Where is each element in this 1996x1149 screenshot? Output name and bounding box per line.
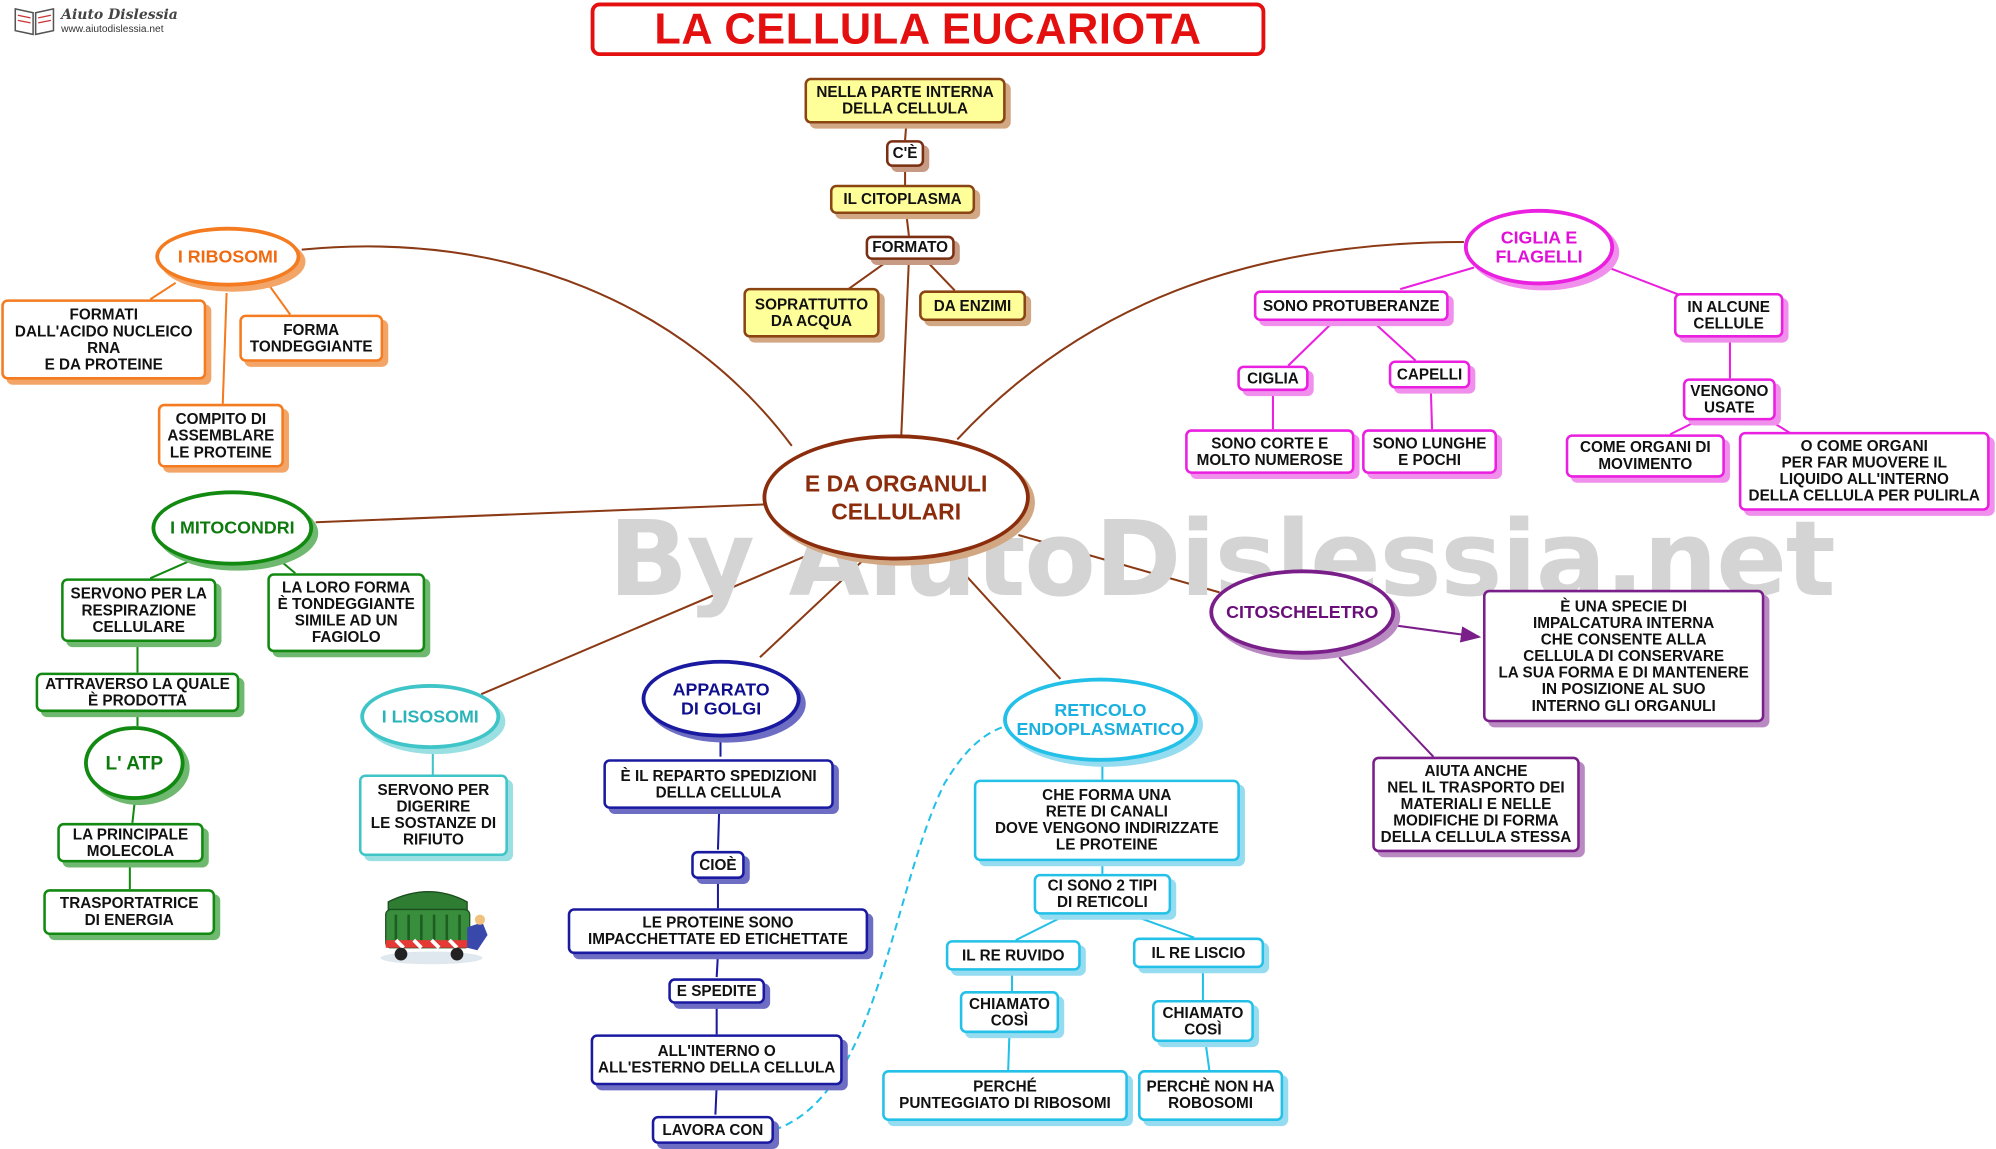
node-reticolo-rete: CHE FORMA UNA RETE DI CANALI DOVE VENGON… bbox=[973, 779, 1240, 862]
node-reticolo-perche-liscio: PERCHÈ NON HA ROBOSOMI bbox=[1138, 1070, 1284, 1121]
node-mitocondri-attraverso: ATTRAVERSO LA QUALE È PRODOTTA bbox=[35, 672, 240, 713]
node-ribosomi-forma: FORMA TONDEGGIANTE bbox=[239, 314, 384, 362]
node-ciglia-alcune: IN ALCUNE CELLULE bbox=[1673, 292, 1784, 338]
node-golgi: APPARATO DI GOLGI bbox=[641, 659, 801, 738]
node-lisosomi: I LISOSOMI bbox=[360, 684, 501, 750]
node-reticolo: RETICOLO ENDOPLASMATICO bbox=[1003, 677, 1198, 762]
node-reticolo-ruvido: IL RE RUVIDO bbox=[945, 940, 1081, 971]
node-reticolo-tipi: CI SONO 2 TIPI DI RETICOLI bbox=[1033, 873, 1172, 915]
logo-name: Aiuto Dislessia bbox=[61, 6, 178, 23]
node-organuli-cellulari: E DA ORGANULI CELLULARI bbox=[762, 434, 1030, 561]
node-citoscheletro-specie: È UNA SPECIE DI IMPALCATURA INTERNA CHE … bbox=[1482, 589, 1765, 723]
node-golgi-proteine: LE PROTEINE SONO IMPACCHETTATE ED ETICHE… bbox=[567, 908, 869, 955]
node-mitocondri: I MITOCONDRI bbox=[151, 490, 314, 566]
node-reticolo-liscio: IL RE LISCIO bbox=[1132, 937, 1265, 969]
node-citoscheletro-aiuta: AIUTA ANCHE NEL IL TRASPORTO DEI MATERIA… bbox=[1372, 756, 1580, 853]
node-parte-interna: NELLA PARTE INTERNA DELLA CELLULA bbox=[804, 77, 1006, 124]
page-title: LA CELLULA EUCARIOTA bbox=[590, 2, 1266, 57]
node-ribosomi-formati: FORMATI DALL'ACIDO NUCLEICO RNA E DA PRO… bbox=[1, 299, 207, 380]
book-icon bbox=[14, 7, 55, 36]
node-ciglia-movimento: COME ORGANI DI MOVIMENTO bbox=[1565, 434, 1725, 478]
logo: Aiuto Dislessia www.aiutodislessia.net bbox=[13, 4, 178, 37]
logo-url: www.aiutodislessia.net bbox=[61, 22, 164, 35]
node-reticolo-chiamato-liscio: CHIAMATO COSÌ bbox=[1152, 999, 1254, 1043]
node-citoscheletro: CITOSCHELETRO bbox=[1209, 569, 1396, 655]
node-atp-trasportatrice: TRASPORTATRICE DI ENERGIA bbox=[43, 889, 216, 935]
node-mitocondri-forma: LA LORO FORMA È TONDEGGIANTE SIMILE AD U… bbox=[267, 573, 426, 653]
node-citoplasma: IL CITOPLASMA bbox=[829, 184, 976, 215]
node-ciglia-ciglia: CIGLIA bbox=[1237, 365, 1309, 392]
node-enzimi: DA ENZIMI bbox=[919, 290, 1027, 322]
node-golgi-reparto: È IL REPARTO SPEDIZIONI DELLA CELLULA bbox=[603, 759, 834, 809]
node-lisosomi-servono: SERVONO PER DIGERIRE LE SOSTANZE DI RIFI… bbox=[358, 774, 508, 857]
node-ciglia-flagelli: CIGLIA E FLAGELLI bbox=[1463, 208, 1615, 286]
node-atp: L' ATP bbox=[84, 726, 185, 800]
node-ciglia-corte: SONO CORTE E MOLTO NUMEROSE bbox=[1185, 429, 1355, 474]
node-formato: FORMATO bbox=[865, 235, 955, 260]
node-reticolo-perche-ruvido: PERCHÉ PUNTEGGIATO DI RIBOSOMI bbox=[882, 1070, 1128, 1121]
node-atp-molecola: LA PRINCIPALE MOLECOLA bbox=[57, 822, 204, 863]
node-golgi-spedite: E SPEDITE bbox=[668, 978, 766, 1004]
node-golgi-lavora: LAVORA CON bbox=[651, 1115, 774, 1144]
node-soprattutto: SOPRATTUTTO DA ACQUA bbox=[743, 287, 880, 338]
node-ciglia-capelli: CAPELLI bbox=[1388, 360, 1471, 389]
node-ciglia-vengono: VENGONO USATE bbox=[1682, 378, 1776, 421]
garbage-bin-illustration bbox=[380, 891, 488, 965]
node-ribosomi: I RIBOSOMI bbox=[155, 226, 301, 287]
node-ce: C'È bbox=[885, 140, 925, 167]
node-golgi-interno: ALL'INTERNO O ALL'ESTERNO DELLA CELLULA bbox=[590, 1034, 843, 1086]
node-golgi-cioe: CIOÈ bbox=[691, 850, 745, 879]
node-ciglia-protuberanze: SONO PROTUBERANZE bbox=[1253, 290, 1449, 322]
node-ciglia-lunghe: SONO LUNGHE E POCHI bbox=[1362, 429, 1498, 474]
node-ciglia-muovere: O COME ORGANI PER FAR MUOVERE IL LIQUIDO… bbox=[1738, 431, 1990, 511]
node-reticolo-chiamato-ruvido: CHIAMATO COSÌ bbox=[959, 991, 1060, 1034]
node-mitocondri-servono: SERVONO PER LA RESPIRAZIONE CELLULARE bbox=[61, 578, 217, 643]
node-ribosomi-compito: COMPITO DI ASSEMBLARE LE PROTEINE bbox=[157, 403, 284, 468]
